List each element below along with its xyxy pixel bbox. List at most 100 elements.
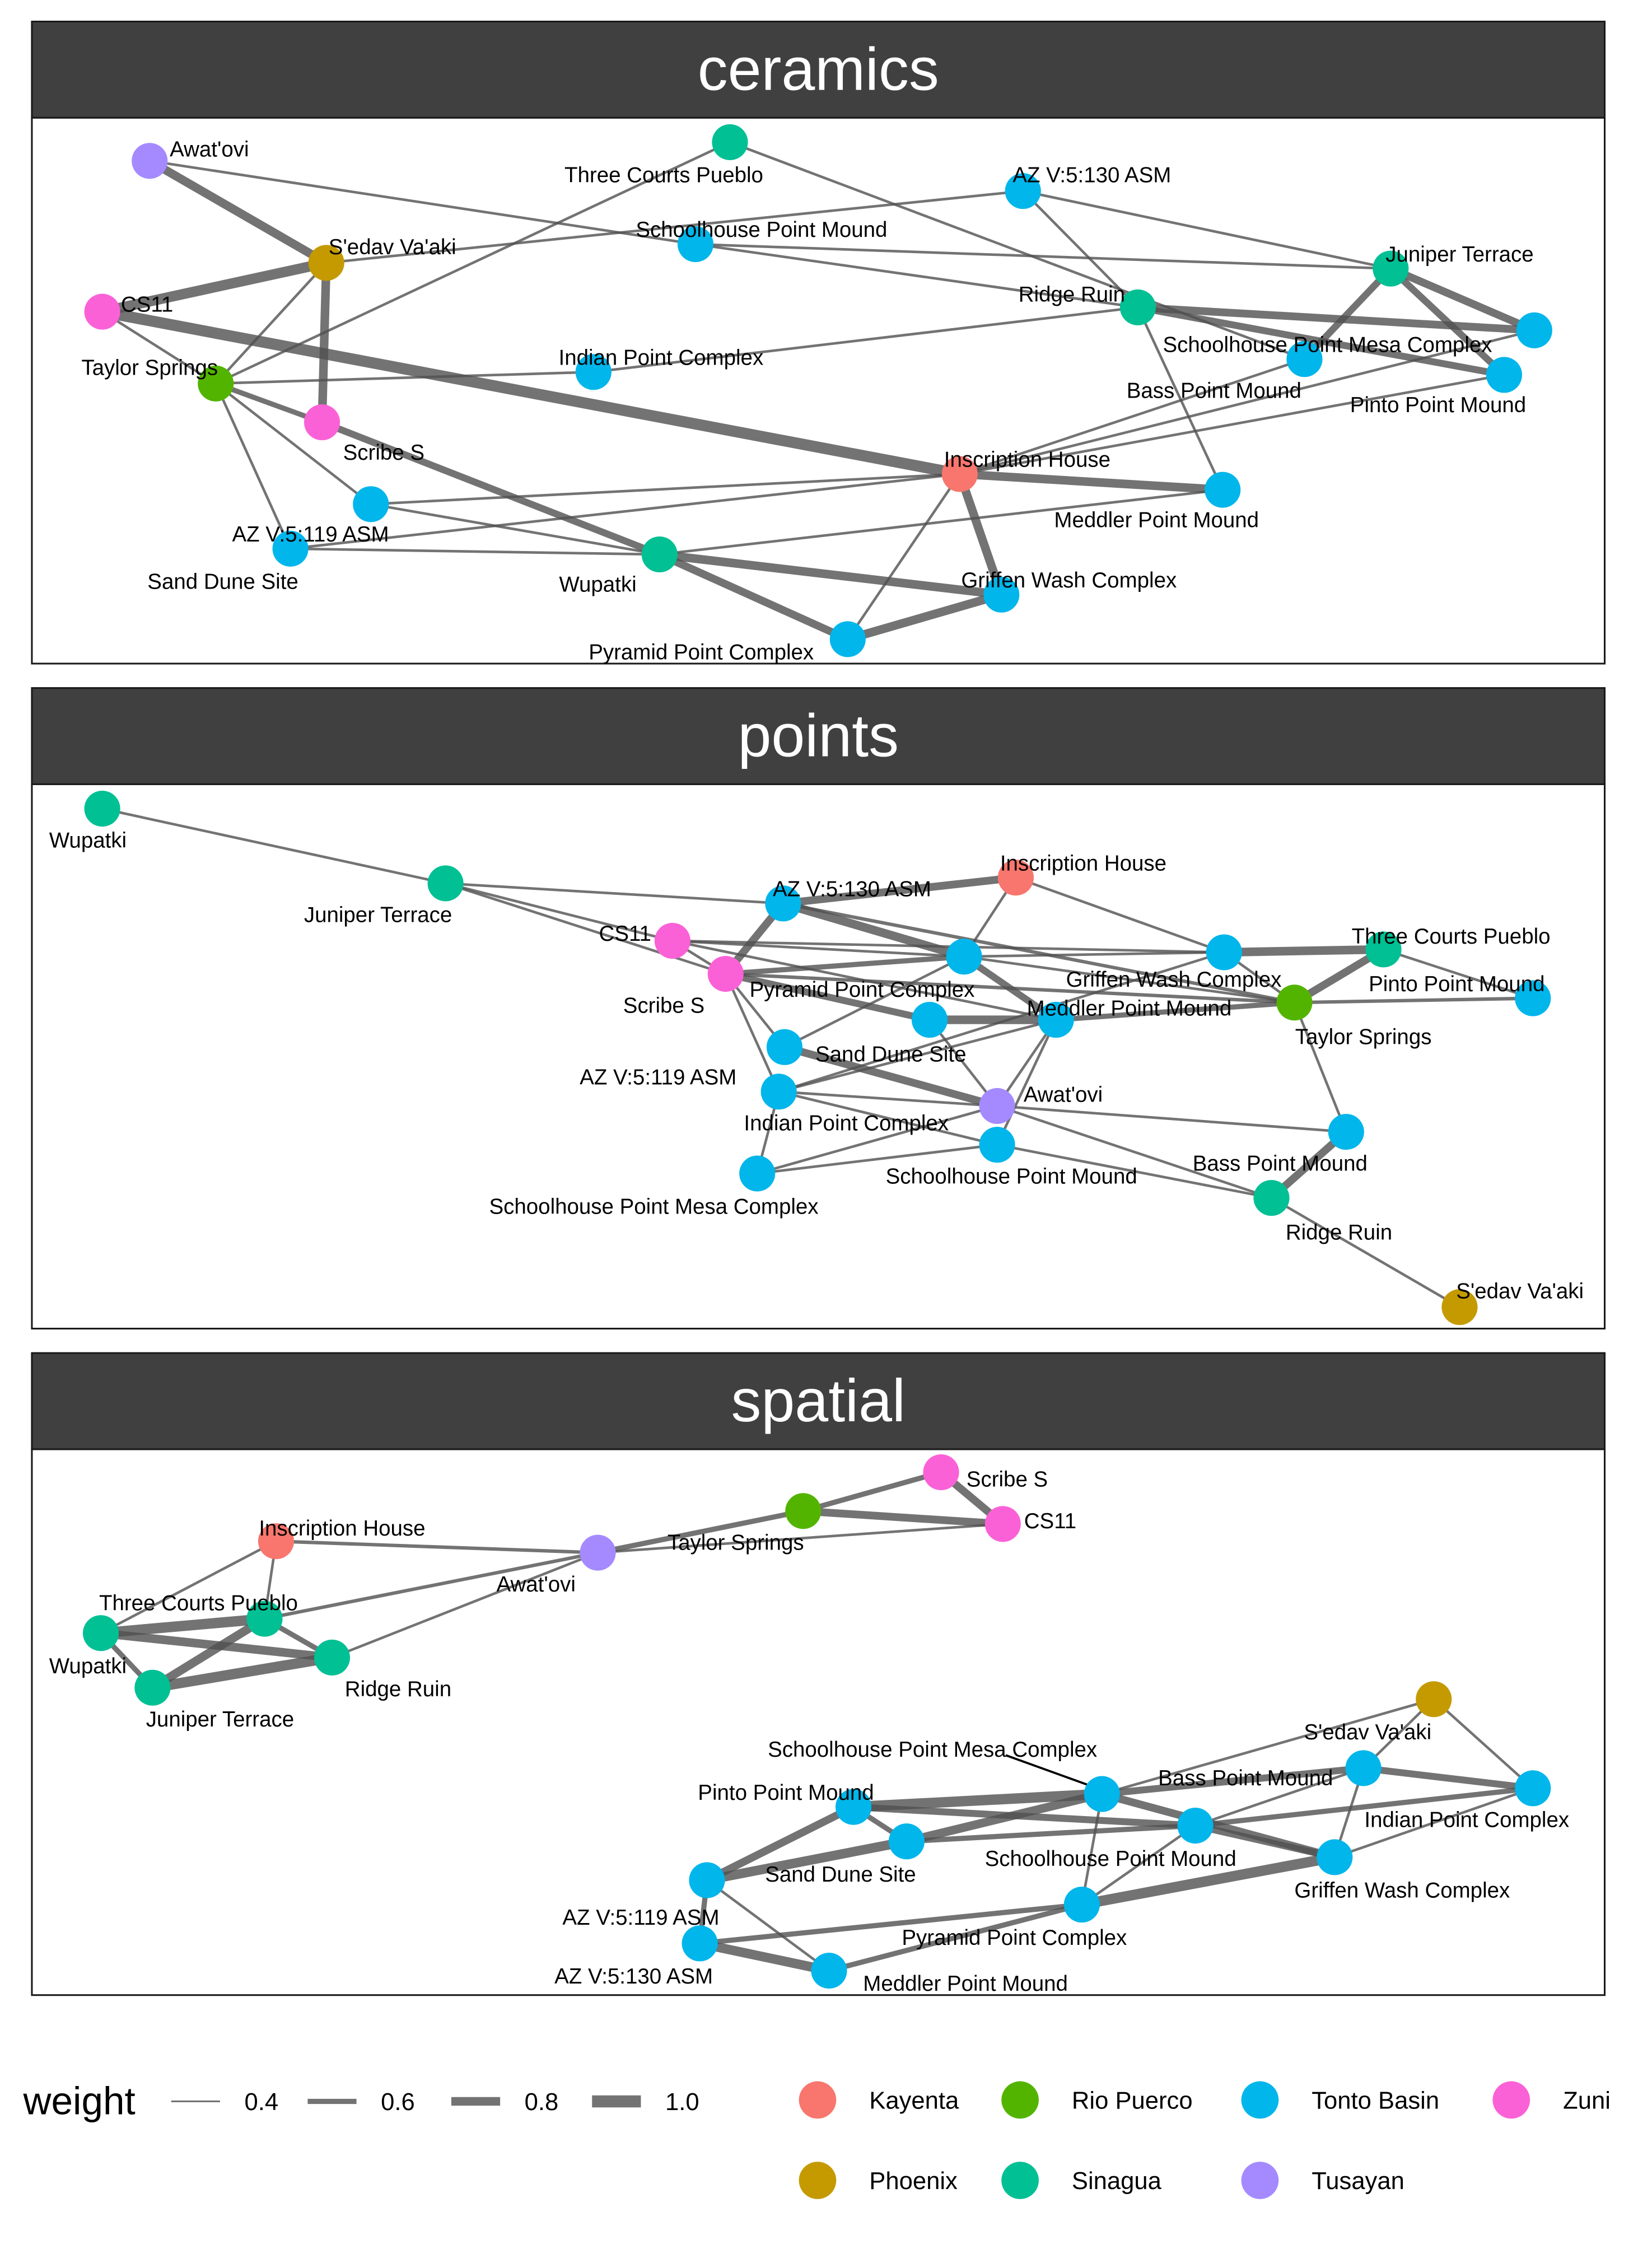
edge-schoolhouse-point-mound--ridge-ruin [695, 242, 1138, 309]
node-meddler-point-mound [1205, 472, 1241, 508]
node-meddler-point-mound [1038, 1002, 1074, 1038]
edge-juniper-terrace--az-v-5-130-asm [445, 882, 783, 905]
edge-wupatki--griffen-wash-complex [659, 550, 1002, 599]
node-label-s-edav-va-aki: S'edav Va'aki [1456, 1280, 1584, 1304]
edge-schoolhouse-point-mound--meddler-point-mound [996, 1019, 1057, 1146]
facet-strip [31, 687, 1606, 785]
edge-juniper-terrace--scribe-s [445, 882, 726, 976]
edge-sand-dune-site--wupatki [290, 547, 660, 556]
edge-juniper-terrace--cs11 [445, 882, 673, 942]
node-wupatki [641, 536, 678, 573]
node-label-ridge-ruin: Ridge Ruin [345, 1677, 451, 1701]
node-indian-point-complex [1515, 1770, 1551, 1807]
edge-inscription-house--az-v-5-119-asm [371, 473, 960, 506]
edge-schoolhouse-point-mesa-complex--pinto-point-mound [853, 1789, 1103, 1812]
node-label-schoolhouse-point-mound: Schoolhouse Point Mound [886, 1164, 1137, 1188]
edge-cs11--s-edav-va-aki [101, 258, 328, 317]
edge-az-v-5-130-asm--taylor-springs [782, 902, 1295, 1005]
edge-inscription-house--bass-point-mound [959, 358, 1305, 475]
node-label-juniper-terrace: Juniper Terrace [304, 903, 452, 927]
edge-taylor-springs--meddler-point-mound [1056, 1000, 1295, 1023]
edge-taylor-springs--bass-point-mound [1293, 1002, 1347, 1133]
edge-schoolhouse-point-mound--juniper-terrace [695, 242, 1391, 270]
node-pyramid-point-complex [946, 939, 982, 975]
node-label-pinto-point-mound: Pinto Point Mound [698, 1781, 874, 1805]
edge-pyramid-point-complex--meddler-point-mound [828, 1902, 1083, 1973]
legend-weight-label: 0.8 [525, 2089, 559, 2116]
node-three-courts-pueblo [1365, 931, 1402, 968]
edge-az-v-5-130-asm--juniper-terrace [1023, 189, 1391, 270]
node-label-ridge-ruin: Ridge Ruin [1286, 1221, 1392, 1245]
node-label-cs11: CS11 [1024, 1509, 1076, 1533]
node-sand-dune-site [911, 1002, 948, 1038]
node-label-schoolhouse-point-mesa-complex: Schoolhouse Point Mesa Complex [1163, 333, 1492, 357]
edge-inscription-house--schoolhouse-point-mesa-complex [959, 329, 1535, 475]
edge-indian-point-complex--ridge-ruin [593, 306, 1138, 374]
label-leader-line [1005, 1754, 1094, 1788]
node-taylor-springs [198, 365, 234, 402]
legend-key-phoenix [799, 2162, 837, 2199]
node-inscription-house [258, 1523, 295, 1560]
edge-three-courts-pueblo--taylor-springs [215, 141, 731, 385]
node-griffen-wash-complex [1206, 934, 1242, 970]
node-label-three-courts-pueblo: Three Courts Pueblo [1352, 925, 1551, 949]
edge-juniper-terrace--schoolhouse-point-mesa-complex [1389, 265, 1536, 334]
edge-awat-ovi--ridge-ruin [332, 1551, 599, 1659]
edges [101, 141, 1536, 643]
edge-taylor-springs--scribe-s [214, 381, 323, 425]
edge-three-courts-pueblo--juniper-terrace [150, 1615, 267, 1692]
node-label-three-courts-pueblo: Three Courts Pueblo [99, 1591, 298, 1615]
edge-scribe-s--indian-point-complex [724, 973, 780, 1093]
nodes [84, 124, 1552, 657]
node-label-az-v-5-119-asm: AZ V:5:119 ASM [232, 522, 389, 547]
node-label-griffen-wash-complex: Griffen Wash Complex [1294, 1878, 1510, 1902]
node-label-inscription-house: Inscription House [1000, 851, 1166, 875]
legend-label-sinagua: Sinagua [1072, 2168, 1162, 2195]
edge-three-courts-pueblo--pinto-point-mound [1383, 948, 1533, 1000]
node-label-meddler-point-mound: Meddler Point Mound [1027, 996, 1232, 1020]
node-az-v-5-119-asm [689, 1862, 725, 1898]
edge-inscription-house--sand-dune-site [290, 473, 960, 550]
node-label-taylor-springs: Taylor Springs [668, 1531, 804, 1555]
node-ridge-ruin [314, 1639, 351, 1676]
edge-indian-point-complex--meddler-point-mound [778, 1018, 1057, 1093]
edge-ridge-ruin--s-edav-va-aki [1271, 1197, 1460, 1309]
node-label-az-v-5-130-asm: AZ V:5:130 ASM [1012, 164, 1171, 188]
node-label-pyramid-point-complex: Pyramid Point Complex [902, 1926, 1127, 1950]
node-label-pyramid-point-complex: Pyramid Point Complex [749, 978, 974, 1002]
node-inscription-house [941, 456, 978, 492]
edge-scribe-s--wupatki [320, 419, 661, 558]
node-indian-point-complex [760, 1074, 797, 1110]
facet-title: points [738, 701, 898, 769]
node-pyramid-point-complex [1063, 1887, 1100, 1923]
edge-indian-point-complex--awat-ovi [778, 1090, 997, 1108]
node-label-cs11: CS11 [599, 922, 651, 946]
node-az-v-5-130-asm [1005, 173, 1041, 209]
edge-s-edav-va-aki--scribe-s [318, 263, 331, 423]
node-label-meddler-point-mound: Meddler Point Mound [1054, 508, 1259, 532]
node-label-sand-dune-site: Sand Dune Site [765, 1863, 916, 1887]
node-az-v-5-119-asm [353, 486, 389, 522]
edge-cs11--awat-ovi [598, 1523, 1003, 1554]
node-wupatki [84, 790, 120, 827]
node-label-taylor-springs: Taylor Springs [1295, 1025, 1432, 1049]
edges [99, 1469, 1534, 1976]
legend-weight-label: 0.4 [245, 2089, 279, 2116]
node-az-v-5-130-asm [765, 885, 801, 922]
node-label-wupatki: Wupatki [49, 1654, 127, 1678]
node-griffen-wash-complex [1317, 1839, 1353, 1875]
legend-key-zuni [1492, 2081, 1530, 2119]
edge-taylor-springs--pinto-point-mound [1294, 996, 1533, 1005]
edge-indian-point-complex--griffen-wash-complex [1334, 1787, 1534, 1859]
node-pyramid-point-complex [829, 621, 866, 657]
edge-sand-dune-site--az-v-5-119-asm [706, 1836, 908, 1885]
edge-awat-ovi--schoolhouse-point-mound [149, 159, 696, 246]
legend-label-kayenta: Kayenta [869, 2087, 959, 2114]
node-awat-ovi [132, 143, 168, 179]
edge-schoolhouse-point-mound--griffen-wash-complex [1194, 1822, 1336, 1861]
